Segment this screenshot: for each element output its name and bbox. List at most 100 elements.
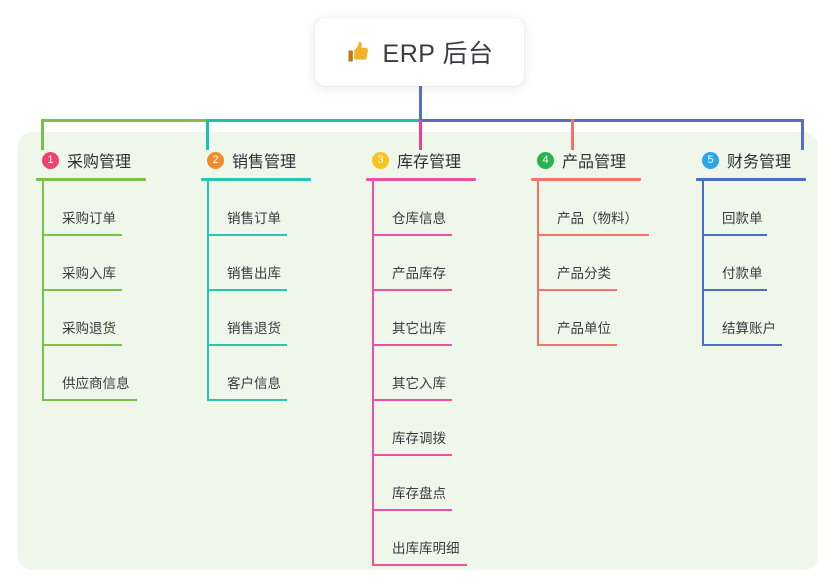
- list-item[interactable]: 销售出库: [201, 236, 311, 291]
- list-item-label: 销售订单: [227, 211, 281, 226]
- list-item[interactable]: 采购入库: [36, 236, 146, 291]
- column-3: 3 库存管理仓库信息产品库存其它出库其它入库库存调拨库存盘点出库库明细: [366, 148, 476, 566]
- column-badge-icon: 4: [537, 151, 554, 169]
- list-item-underline: [537, 289, 617, 291]
- column-header-4[interactable]: 4 产品管理: [531, 148, 641, 172]
- column-5: 5 财务管理回款单付款单结算账户: [696, 148, 806, 346]
- list-item-label: 采购入库: [62, 266, 116, 281]
- column-badge-icon: 3: [372, 151, 389, 169]
- column-underline: [201, 178, 311, 181]
- column-title: 产品管理: [562, 154, 627, 171]
- list-item-underline: [537, 344, 617, 346]
- list-item[interactable]: 产品（物料）: [531, 181, 649, 236]
- column-badge-icon: 2: [207, 151, 224, 169]
- list-item[interactable]: 产品分类: [531, 236, 641, 291]
- thumbs-up-icon: [348, 41, 368, 62]
- column-items: 产品（物料） 产品分类产品单位: [531, 181, 649, 346]
- list-item-label: 库存盘点: [392, 486, 446, 501]
- list-item-label: 产品分类: [557, 266, 611, 281]
- list-item-underline: [207, 289, 287, 291]
- list-item[interactable]: 仓库信息: [366, 181, 476, 236]
- root-title: ERP 后台: [382, 40, 494, 68]
- list-item-underline: [207, 344, 287, 346]
- list-item-label: 结算账户: [722, 321, 776, 336]
- list-item-underline: [372, 399, 452, 401]
- list-item[interactable]: 产品单位: [531, 291, 641, 346]
- column-underline: [36, 178, 146, 181]
- list-item-underline: [42, 234, 122, 236]
- column-underline: [696, 178, 806, 181]
- list-item-underline: [372, 564, 467, 566]
- list-item-label: 供应商信息: [62, 376, 130, 391]
- column-2: 2 销售管理销售订单销售出库销售退货客户信息: [201, 148, 311, 401]
- list-item-underline: [702, 344, 782, 346]
- list-item-label: 产品（物料）: [557, 211, 638, 226]
- column-items: 仓库信息产品库存其它出库其它入库库存调拨库存盘点出库库明细: [366, 181, 476, 566]
- column-title: 库存管理: [397, 154, 462, 171]
- column-header-5[interactable]: 5 财务管理: [696, 148, 806, 172]
- column-items: 回款单付款单结算账户: [696, 181, 806, 346]
- list-item[interactable]: 供应商信息: [36, 346, 146, 401]
- list-item[interactable]: 回款单: [696, 181, 806, 236]
- column-spine: [702, 181, 704, 346]
- list-item-label: 出库库明细: [392, 541, 460, 556]
- list-item[interactable]: 付款单: [696, 236, 806, 291]
- column-badge-icon: 5: [702, 151, 719, 169]
- list-item-underline: [42, 399, 137, 401]
- list-item-label: 产品单位: [557, 321, 611, 336]
- list-item-underline: [207, 399, 287, 401]
- list-item[interactable]: 采购订单: [36, 181, 146, 236]
- list-item-label: 库存调拨: [392, 431, 446, 446]
- list-item[interactable]: 出库库明细: [366, 511, 476, 566]
- list-item[interactable]: 库存调拨: [366, 401, 476, 456]
- column-underline: [366, 178, 476, 181]
- column-title: 财务管理: [727, 154, 792, 171]
- column-spine: [537, 181, 539, 346]
- list-item[interactable]: 销售订单: [201, 181, 311, 236]
- list-item-label: 客户信息: [227, 376, 281, 391]
- list-item[interactable]: 其它出库: [366, 291, 476, 346]
- column-spine: [207, 181, 209, 401]
- list-item[interactable]: 产品库存: [366, 236, 476, 291]
- list-item-underline: [372, 509, 452, 511]
- column-title: 采购管理: [67, 154, 132, 171]
- list-item-underline: [372, 289, 452, 291]
- list-item-label: 采购订单: [62, 211, 116, 226]
- list-item-underline: [372, 234, 452, 236]
- list-item[interactable]: 结算账户: [696, 291, 806, 346]
- list-item-underline: [207, 234, 287, 236]
- column-items: 采购订单采购入库采购退货供应商信息: [36, 181, 146, 401]
- list-item-label: 其它出库: [392, 321, 446, 336]
- column-1: 1 采购管理采购订单采购入库采购退货供应商信息: [36, 148, 146, 401]
- list-item-underline: [372, 344, 452, 346]
- list-item-label: 其它入库: [392, 376, 446, 391]
- list-item-label: 仓库信息: [392, 211, 446, 226]
- list-item-label: 采购退货: [62, 321, 116, 336]
- list-item-label: 付款单: [722, 266, 763, 281]
- column-title: 销售管理: [232, 154, 297, 171]
- list-item[interactable]: 销售退货: [201, 291, 311, 346]
- root-node[interactable]: ERP 后台: [315, 18, 524, 86]
- list-item-underline: [42, 344, 122, 346]
- column-spine: [42, 181, 44, 401]
- list-item[interactable]: 其它入库: [366, 346, 476, 401]
- list-item-underline: [537, 234, 649, 236]
- list-item-underline: [702, 234, 767, 236]
- column-underline: [531, 178, 641, 181]
- column-header-1[interactable]: 1 采购管理: [36, 148, 146, 172]
- list-item[interactable]: 客户信息: [201, 346, 311, 401]
- diagram-panel: [18, 132, 818, 570]
- root-node-content: ERP 后台: [346, 34, 494, 70]
- list-item[interactable]: 采购退货: [36, 291, 146, 346]
- list-item-underline: [42, 289, 122, 291]
- column-spine: [372, 181, 374, 566]
- list-item-label: 产品库存: [392, 266, 446, 281]
- list-item-underline: [372, 454, 452, 456]
- column-header-3[interactable]: 3 库存管理: [366, 148, 476, 172]
- column-header-2[interactable]: 2 销售管理: [201, 148, 311, 172]
- column-badge-icon: 1: [42, 151, 59, 169]
- list-item-label: 销售退货: [227, 321, 281, 336]
- list-item-underline: [702, 289, 767, 291]
- column-items: 销售订单销售出库销售退货客户信息: [201, 181, 311, 401]
- list-item[interactable]: 库存盘点: [366, 456, 476, 511]
